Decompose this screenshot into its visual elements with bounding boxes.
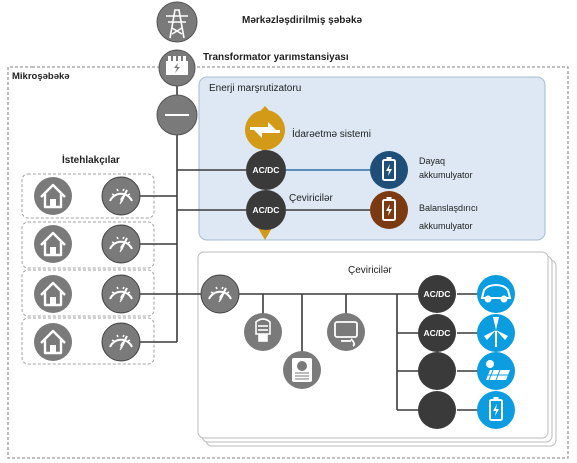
local-converter-solar xyxy=(418,352,456,390)
consumers-label: İstehlakçılar xyxy=(62,153,120,166)
balancing-battery-label-2: akkumulyator xyxy=(419,221,473,231)
solar-panel-icon xyxy=(486,360,510,381)
central-grid-label: Mərkəzləşdirilmiş şəbəkə xyxy=(242,15,363,26)
local-converters-panel xyxy=(197,251,557,447)
consumer-row-3 xyxy=(34,274,141,314)
fan-heater-icon xyxy=(292,358,312,382)
transformer-substation-label: Transformator yarımstansiyası xyxy=(203,52,349,63)
television-icon xyxy=(334,321,358,347)
microgrid-label: Mikroşəbəkə xyxy=(12,71,70,82)
tv-load-node xyxy=(327,313,365,351)
local-converters-label: Çeviricilər xyxy=(348,265,393,276)
local-converter-ev-label: AC/DC xyxy=(424,289,451,299)
router-converter-bottom xyxy=(246,190,286,230)
control-system-label: İdarəetmə sistemi xyxy=(292,127,371,140)
bidirectional-arrows-icon xyxy=(250,122,280,138)
solar-node xyxy=(477,352,515,390)
control-system-node xyxy=(245,106,285,150)
support-battery-label-2: akkumulyator xyxy=(419,170,473,180)
router-converters-label: Çeviricilər xyxy=(289,193,334,204)
consumer-row-1 xyxy=(34,176,141,216)
energy-router-box xyxy=(198,76,546,241)
microgrid-boundary xyxy=(7,66,569,459)
lamp-load-node xyxy=(244,313,282,351)
storage-node xyxy=(477,391,515,429)
local-meter-node xyxy=(200,274,240,314)
substation-icon xyxy=(166,56,188,75)
central-grid-node xyxy=(156,1,198,43)
light-bulb-icon xyxy=(255,318,271,342)
fan-heater-load-node xyxy=(283,351,321,389)
support-battery-label-1: Dayaq xyxy=(419,156,445,166)
energy-router-label: Enerji marşrutizatoru xyxy=(209,83,301,94)
ev-node xyxy=(477,275,515,313)
balancing-battery-node xyxy=(370,191,408,229)
transformer-substation-node xyxy=(158,49,196,87)
wind-turbine-icon xyxy=(484,317,508,347)
local-converter-wind-label: AC/DC xyxy=(424,328,451,338)
support-battery-node xyxy=(370,151,408,189)
consumer-row-4 xyxy=(34,322,141,362)
transmission-tower-icon xyxy=(166,9,188,39)
router-converter-top-label: AC/DC xyxy=(253,165,280,175)
balancing-battery-label-1: Balanslaşdırıcı xyxy=(419,203,478,213)
router-converter-top xyxy=(246,150,286,190)
wind-node xyxy=(477,314,515,352)
router-converter-bottom-label: AC/DC xyxy=(253,205,280,215)
local-converter-storage xyxy=(418,391,456,429)
local-converter-ev xyxy=(418,275,456,313)
breaker-node xyxy=(156,94,198,136)
consumer-row-2 xyxy=(34,224,141,264)
local-converter-wind xyxy=(418,314,456,352)
electric-car-icon xyxy=(480,283,512,303)
